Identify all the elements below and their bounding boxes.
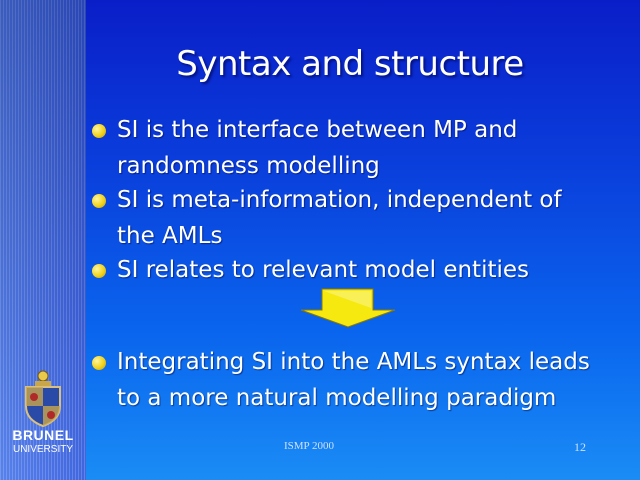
bullet-text: SI relates to relevant model entities [117,257,530,283]
logo-text-university: UNIVERSITY [12,444,73,455]
logo-text-brunel: BRUNEL [12,427,74,443]
brunel-crest-icon [25,370,61,428]
footer-text: ISMP 2000 [284,440,335,452]
bullet-text: SI is the interface between MP and rando… [117,117,518,179]
down-arrow-icon [300,288,396,328]
left-stripe-decoration [0,0,86,480]
slide-title: Syntax and structure [176,44,524,84]
bullet-text: Integrating SI into the AMLs syntax lead… [117,349,590,411]
brunel-logo: BRUNEL UNIVERSITY [8,370,78,468]
bullet-text: SI is meta-information, independent of t… [117,187,562,249]
page-number: 12 [574,440,586,454]
bullet-item: SI is meta-information, independent of t… [92,182,592,254]
bullet-dot-icon [92,264,106,278]
bullet-dot-icon [92,356,106,370]
bullet-dot-icon [92,194,106,208]
bullet-dot-icon [92,124,106,138]
bullet-item: SI is the interface between MP and rando… [92,112,592,184]
bullet-item: SI relates to relevant model entities [92,252,592,288]
bullet-item: Integrating SI into the AMLs syntax lead… [92,344,592,416]
